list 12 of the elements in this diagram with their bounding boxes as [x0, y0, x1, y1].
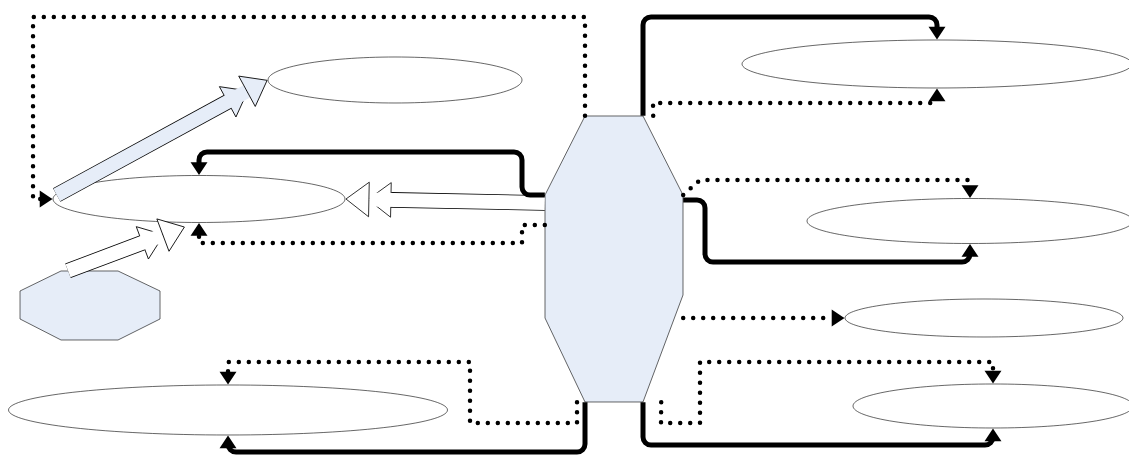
ellipse-shape — [8, 384, 448, 436]
block-arrow — [65, 218, 185, 279]
connector-arrow — [640, 14, 946, 116]
ellipse-shape — [844, 298, 1124, 338]
ellipse-shape — [267, 56, 523, 104]
block-arrow — [53, 75, 268, 202]
octagon-shape — [19, 270, 161, 341]
block-arrow — [345, 181, 545, 218]
connector-arrow — [219, 402, 588, 455]
octagon-shape — [544, 115, 684, 403]
connector-arrow — [658, 359, 1002, 426]
connector-arrow — [190, 222, 548, 246]
